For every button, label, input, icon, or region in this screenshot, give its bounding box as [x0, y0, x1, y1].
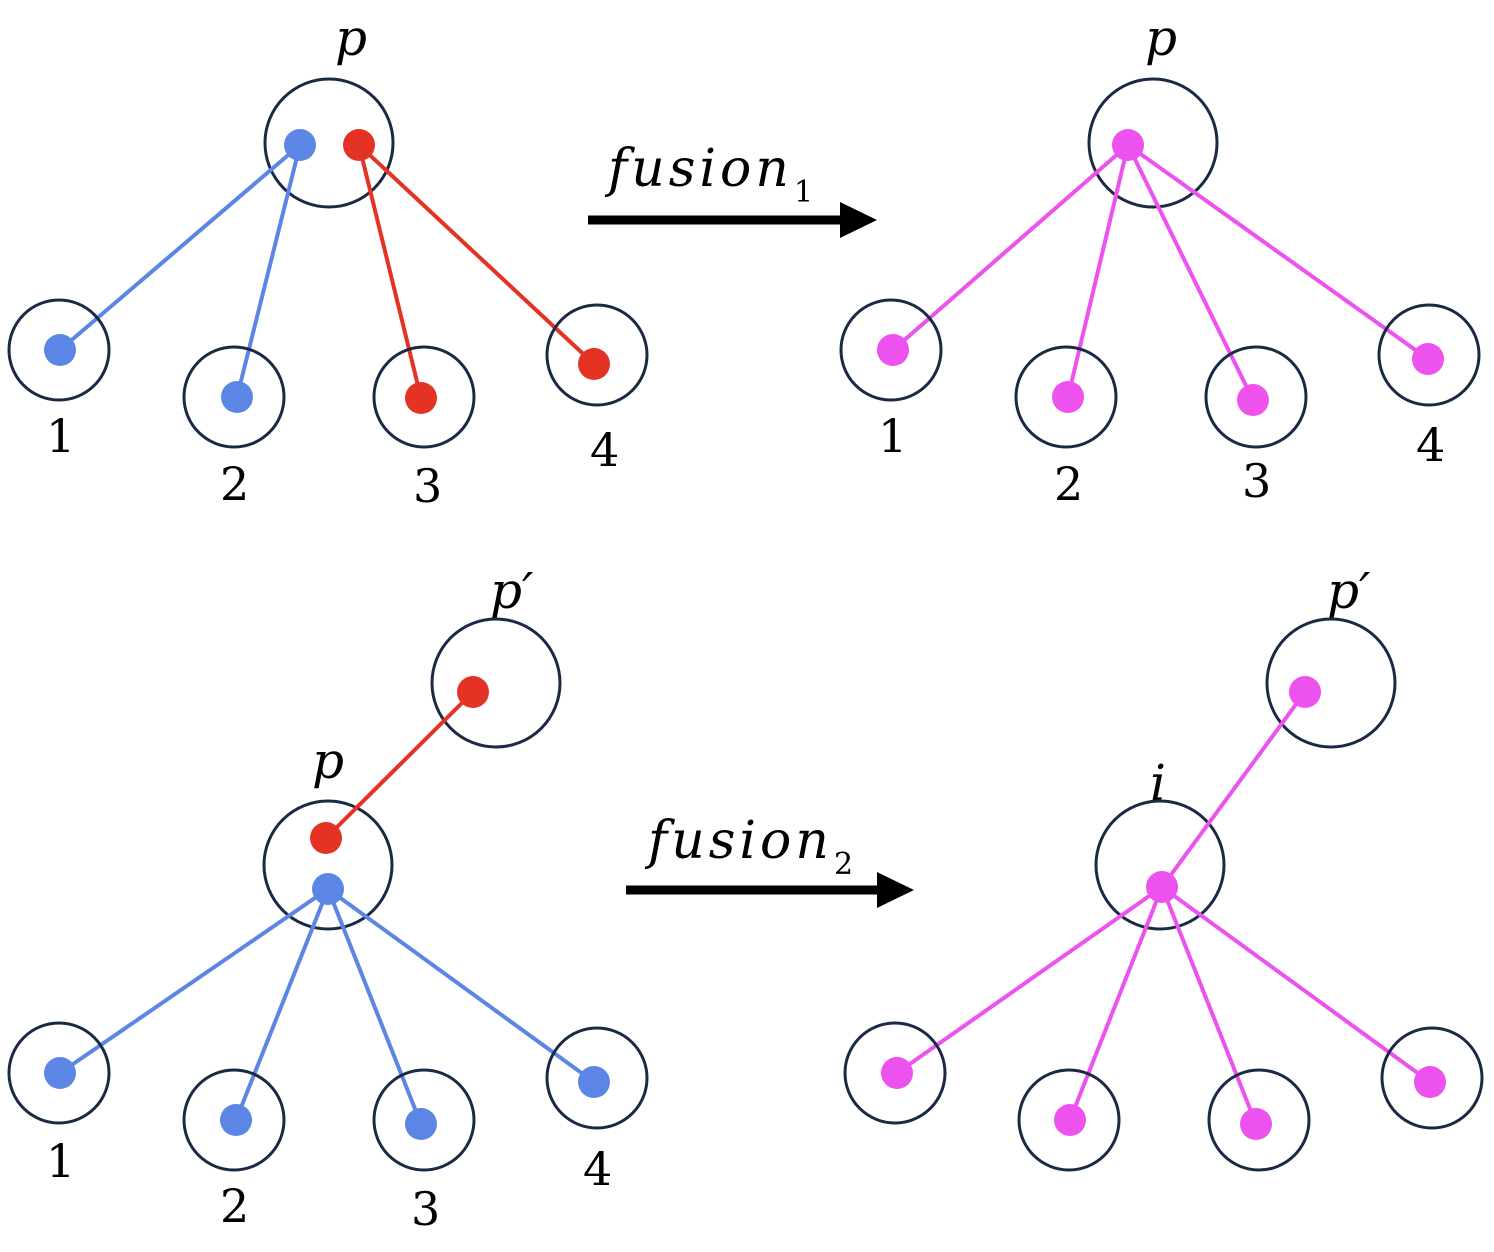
edge-red: [357, 143, 596, 366]
arrow-label: fusion: [644, 811, 833, 871]
blue-dot: [220, 1104, 252, 1136]
edge-fused: [1160, 885, 1432, 1084]
child-node: [545, 1026, 649, 1130]
child-node: [182, 1068, 286, 1172]
arrow-subscript: 1: [794, 175, 813, 210]
parent-label: p: [1145, 9, 1177, 67]
panel-a-right: p 1 2 3 4: [839, 9, 1481, 511]
edge-fused: [1068, 885, 1164, 1122]
child-label: 1: [878, 409, 907, 463]
child-node: [1380, 1026, 1484, 1130]
parent-node: [263, 77, 395, 209]
red-dot: [578, 348, 610, 380]
edge-fused: [891, 143, 1130, 352]
fused-dot: [1414, 1066, 1446, 1098]
child-node: [1017, 1068, 1121, 1172]
fused-dot: [1052, 381, 1084, 413]
child-label: 2: [1054, 457, 1083, 511]
arrow-fusion-2: fusion 2: [626, 811, 914, 908]
arrow-fusion-1: fusion 1: [588, 139, 877, 238]
blue-dot: [284, 129, 316, 161]
child-node: [1204, 345, 1308, 449]
child-node: [545, 303, 649, 407]
fused-dot: [1054, 1104, 1086, 1136]
child-node: [1207, 1068, 1311, 1172]
child-label: 4: [583, 1142, 612, 1196]
blue-dot: [44, 334, 76, 366]
parent-node: [1094, 799, 1226, 931]
child-node: [843, 1021, 947, 1125]
child-label: 1: [46, 409, 75, 463]
child-label: 2: [220, 457, 249, 511]
child-label: 3: [411, 1182, 440, 1236]
grandparent-node: [430, 617, 562, 749]
child-node: [7, 298, 111, 402]
child-node: [372, 1068, 476, 1172]
parent-label: p: [335, 9, 367, 67]
child-label: 3: [413, 459, 442, 513]
child-label: 3: [1242, 454, 1271, 508]
fused-dot: [881, 1057, 913, 1089]
edge-blue: [235, 143, 302, 399]
blue-dot: [578, 1066, 610, 1098]
edge-fused: [1066, 143, 1130, 399]
edge-fused: [1126, 143, 1255, 402]
child-node: [372, 345, 476, 449]
child-node: [1377, 303, 1481, 407]
panel-a-left: p 1 2 3 4: [7, 9, 649, 513]
fused-dot: [1240, 1108, 1272, 1140]
child-node: [1014, 345, 1118, 449]
parent-label: p: [312, 732, 344, 790]
blue-dot: [221, 381, 253, 413]
child-label: 2: [220, 1179, 249, 1233]
edge-red: [324, 690, 475, 840]
edge-blue: [234, 887, 330, 1122]
arrowhead-icon: [877, 872, 914, 908]
fused-dot: [1237, 384, 1269, 416]
arrow-subscript: 2: [834, 847, 853, 882]
blue-dot: [44, 1057, 76, 1089]
fused-dot: [1146, 871, 1178, 903]
fused-dot: [877, 334, 909, 366]
child-node: [7, 1021, 111, 1125]
panel-b-right: p′ i: [843, 562, 1484, 1172]
edge-blue: [326, 887, 596, 1084]
parent-node: [262, 799, 394, 931]
fused-dot: [1289, 676, 1321, 708]
edge-fused: [895, 885, 1164, 1075]
edge-red: [357, 143, 423, 400]
red-dot: [310, 822, 342, 854]
edge-fused: [1126, 143, 1430, 361]
arrowhead-icon: [840, 202, 877, 238]
red-dot: [457, 676, 489, 708]
blue-dot: [405, 1108, 437, 1140]
child-label: 4: [1416, 418, 1445, 472]
panel-b-left: p′ p 1 2 3 4: [7, 562, 649, 1236]
child-label: 4: [590, 423, 619, 477]
red-dot: [343, 129, 375, 161]
red-dot: [405, 382, 437, 414]
parent-node: [1087, 77, 1219, 209]
edge-blue: [326, 887, 423, 1126]
edge-fused: [1160, 885, 1258, 1126]
edge-blue: [58, 143, 302, 352]
fused-dot: [1412, 343, 1444, 375]
parent-label: i: [1150, 754, 1166, 812]
child-node: [182, 345, 286, 449]
edge-blue: [58, 887, 330, 1075]
child-node: [839, 298, 943, 402]
grandparent-label: p′: [490, 562, 534, 620]
child-label: 1: [46, 1134, 75, 1188]
grandparent-label: p′: [1327, 562, 1371, 620]
blue-dot: [312, 873, 344, 905]
fused-dot: [1112, 129, 1144, 161]
edge-fused: [1160, 690, 1307, 889]
arrow-label: fusion: [604, 139, 793, 199]
grandparent-node: [1265, 617, 1397, 749]
